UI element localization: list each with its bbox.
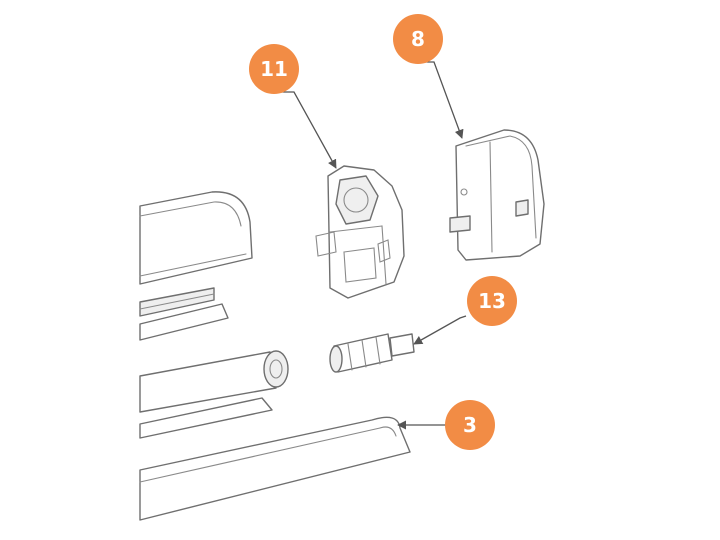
- roller-tube: [139, 350, 289, 439]
- callout-label: 13: [478, 289, 506, 313]
- bracket-part-11: [315, 165, 405, 299]
- head-rail: [139, 191, 253, 341]
- leader-line-13: [413, 315, 467, 345]
- callout-8: 8: [393, 14, 443, 64]
- callout-badge-bg: [445, 400, 495, 450]
- callout-label: 11: [260, 57, 288, 81]
- callout-11: 11: [249, 44, 299, 94]
- callout-label: 3: [463, 413, 477, 437]
- end-cap-part-8: [449, 129, 545, 261]
- callout-badge-bg: [467, 276, 517, 326]
- callout-badge-bg: [249, 44, 299, 94]
- connector-part-13: [329, 333, 415, 373]
- bottom-rail-part-3: [139, 416, 411, 521]
- callout-13: 13: [467, 276, 517, 326]
- callout-3: 3: [445, 400, 495, 450]
- callout-badge-bg: [393, 14, 443, 64]
- leader-line-11: [274, 91, 337, 169]
- leader-line-8: [418, 61, 464, 139]
- callout-label: 8: [411, 27, 425, 51]
